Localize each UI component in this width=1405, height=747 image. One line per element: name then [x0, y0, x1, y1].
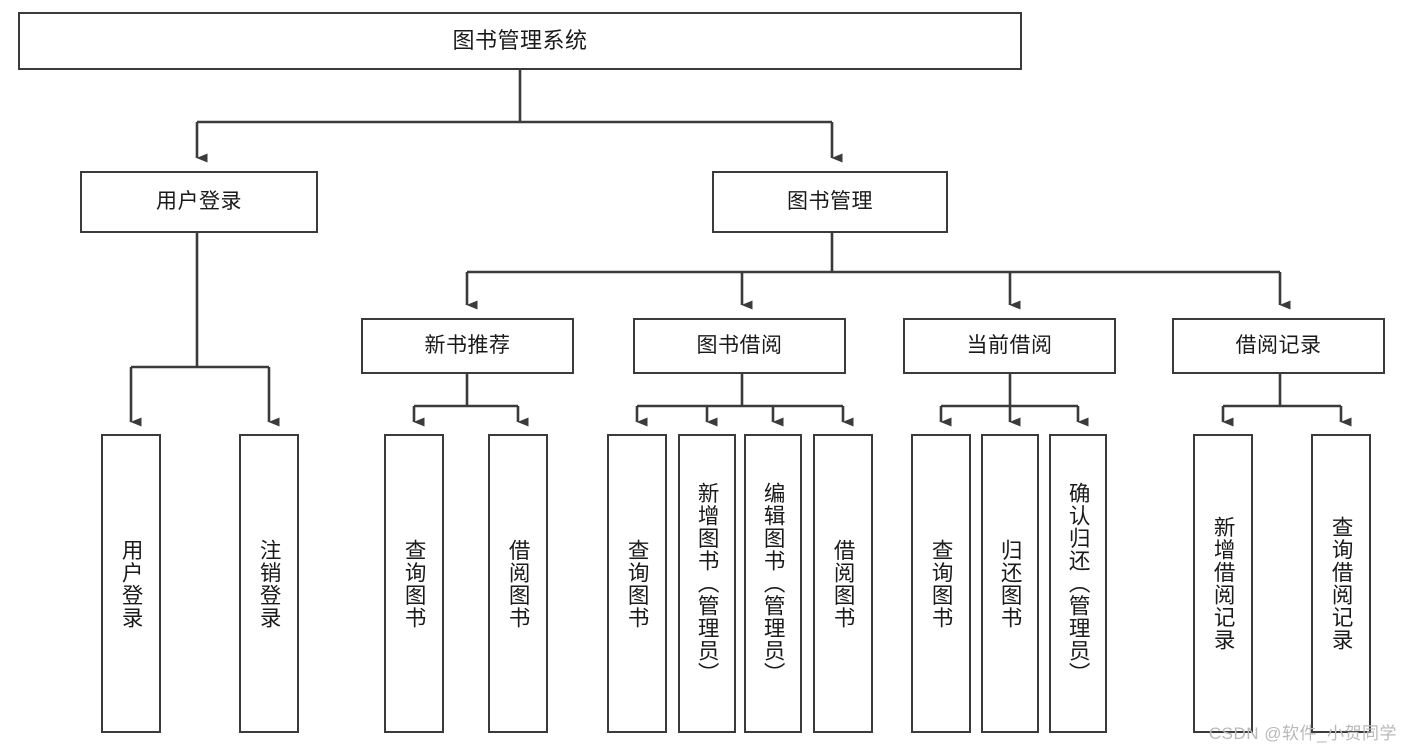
leaf-edit-book-admin[interactable]: 编辑图书（管理员）: [744, 434, 802, 733]
leaf-logout[interactable]: 注销登录: [239, 434, 299, 733]
leaf-return-book-label: 归还图书: [998, 538, 1023, 629]
node-root-system[interactable]: 图书管理系统: [18, 12, 1022, 70]
leaf-add-borrow-record[interactable]: 新增借阅记录: [1193, 434, 1253, 733]
leaf-user-login-label: 用户登录: [119, 538, 144, 629]
leaf-logout-label: 注销登录: [257, 538, 282, 629]
node-user-login-label: 用户登录: [156, 190, 242, 214]
node-current-borrow-label: 当前借阅: [966, 334, 1053, 358]
node-new-book-recommend-label: 新书推荐: [424, 334, 511, 358]
leaf-query-book-current[interactable]: 查询图书: [911, 434, 971, 733]
leaf-confirm-return-admin[interactable]: 确认归还（管理员）: [1049, 434, 1107, 733]
leaf-confirm-return-admin-label: 确认归还（管理员）: [1066, 482, 1091, 685]
leaf-user-login[interactable]: 用户登录: [101, 434, 161, 733]
leaf-query-book-current-label: 查询图书: [929, 538, 954, 629]
leaf-edit-book-admin-label: 编辑图书（管理员）: [761, 482, 786, 685]
node-new-book-recommend[interactable]: 新书推荐: [361, 318, 574, 374]
node-book-management-label: 图书管理: [787, 190, 873, 214]
node-book-borrow[interactable]: 图书借阅: [633, 318, 846, 374]
leaf-return-book[interactable]: 归还图书: [981, 434, 1039, 733]
node-borrow-record[interactable]: 借阅记录: [1172, 318, 1385, 374]
leaf-borrow-book-label: 借阅图书: [831, 538, 856, 629]
leaf-query-book-recommend[interactable]: 查询图书: [384, 434, 444, 733]
leaf-borrow-book-recommend[interactable]: 借阅图书: [488, 434, 548, 733]
node-book-borrow-label: 图书借阅: [696, 334, 783, 358]
node-current-borrow[interactable]: 当前借阅: [903, 318, 1116, 374]
node-root-label: 图书管理系统: [452, 27, 588, 53]
leaf-query-book-recommend-label: 查询图书: [402, 538, 427, 629]
leaf-borrow-book[interactable]: 借阅图书: [813, 434, 873, 733]
leaf-add-book-admin-label: 新增图书（管理员）: [695, 482, 720, 685]
leaf-query-book-borrow-label: 查询图书: [625, 538, 650, 629]
node-book-management[interactable]: 图书管理: [712, 171, 948, 233]
leaf-query-borrow-record-label: 查询借阅记录: [1329, 516, 1354, 651]
node-borrow-record-label: 借阅记录: [1235, 334, 1322, 358]
leaf-query-book-borrow[interactable]: 查询图书: [607, 434, 667, 733]
leaf-query-borrow-record[interactable]: 查询借阅记录: [1311, 434, 1371, 733]
watermark-text: CSDN @软件_小贺同学: [1208, 724, 1397, 743]
leaf-add-book-admin[interactable]: 新增图书（管理员）: [678, 434, 736, 733]
leaf-add-borrow-record-label: 新增借阅记录: [1211, 516, 1236, 651]
node-user-login[interactable]: 用户登录: [80, 171, 318, 233]
leaf-borrow-book-recommend-label: 借阅图书: [506, 538, 531, 629]
